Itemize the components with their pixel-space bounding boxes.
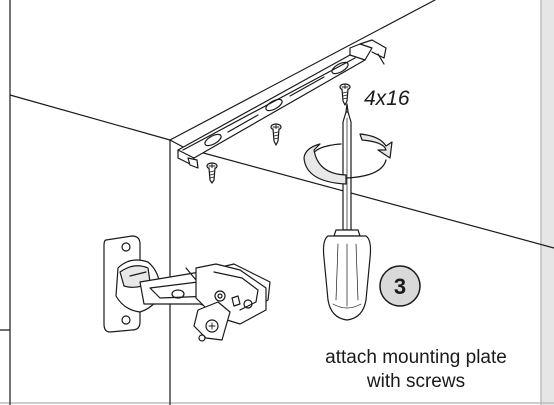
rotation-arrow-icon xyxy=(303,133,393,185)
step-number-badge xyxy=(379,265,421,307)
mounting-plate xyxy=(177,39,387,169)
page-edge-strip xyxy=(541,0,554,405)
screw-1 xyxy=(206,162,218,184)
cabinet-corner xyxy=(169,139,186,149)
cabinet-top-edge xyxy=(169,0,436,141)
side-panel-top-edge xyxy=(9,94,171,141)
caption-line-2: with screws xyxy=(366,371,465,392)
cabinet-inner-edge xyxy=(184,147,554,249)
screw-size-label: 4x16 xyxy=(364,87,410,110)
screwdriver xyxy=(322,103,372,321)
caption-line-1: attach mounting plate xyxy=(325,347,507,368)
screw-2 xyxy=(270,123,282,146)
concealed-hinge xyxy=(103,235,271,342)
screw-3 xyxy=(339,83,351,106)
step-number: 3 xyxy=(394,274,406,299)
